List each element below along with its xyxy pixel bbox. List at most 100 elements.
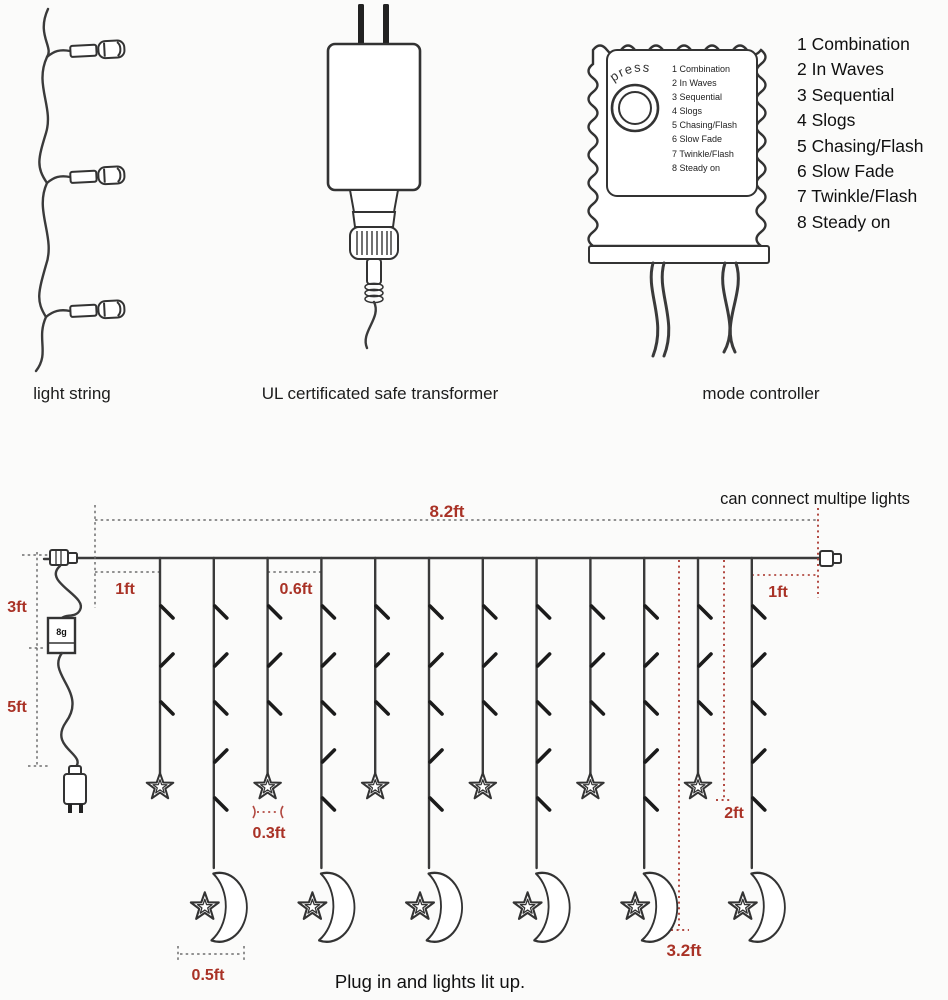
power-top-label: 3ft [7, 599, 27, 616]
led-icon [750, 796, 767, 812]
led-icon [213, 748, 229, 764]
moon-ornament-icon [729, 873, 785, 942]
controller-mode-item: 8 Steady on [672, 162, 721, 173]
led-icon [535, 652, 552, 668]
transformer-figure [326, 4, 422, 350]
star-ornament-icon [683, 771, 713, 800]
led-icon [374, 604, 391, 620]
power-cord [54, 564, 83, 620]
drop-gap-label: 0.6ft [280, 581, 314, 598]
led-icon [535, 604, 552, 620]
led-icon [159, 604, 175, 620]
led-icon [428, 796, 444, 812]
mode-list-item: 4 Slogs [797, 110, 856, 131]
controller-mode-item: 7 Twinkle/Flash [672, 148, 734, 159]
led-icon [320, 604, 337, 620]
led-icon [266, 604, 283, 620]
led-icon [428, 748, 444, 764]
light-drops [145, 556, 785, 942]
led-icon [320, 652, 337, 668]
mode-list: 1 Combination 2 In Waves 3 Sequential 4 … [797, 32, 923, 235]
moon-ornament-icon [298, 873, 354, 942]
moon-ornament-icon [621, 873, 677, 942]
power-bottom-label: 5ft [7, 699, 27, 716]
star-gap-dim [252, 805, 284, 819]
power-plug-icon [63, 765, 87, 813]
led-icon [750, 604, 767, 620]
led-icon [643, 748, 660, 764]
barrel-ribs [356, 231, 392, 255]
led-icon [374, 700, 391, 716]
cord-coil [364, 282, 384, 304]
led-icon [643, 652, 660, 668]
moon-ornament-icon [514, 873, 570, 942]
led-icon [750, 748, 767, 764]
diagram-caption: Plug in and lights lit up. [335, 971, 525, 992]
led-icon [320, 700, 337, 716]
light-string-figure [34, 7, 126, 373]
controller-mode-item: 5 Chasing/Flash [672, 120, 738, 131]
led-icon [643, 796, 660, 812]
controller-mode-item: 4 Slogs [672, 106, 703, 117]
power-cord [57, 651, 79, 770]
transformer-label: UL certificated safe transformer [261, 384, 499, 403]
mode-list-item: 8 Steady on [797, 211, 891, 232]
led-icon [481, 604, 498, 620]
led-icon [535, 748, 552, 764]
left-connector-icon [42, 549, 78, 566]
connect-note: can connect multipe lights [720, 490, 910, 508]
star-ornament-icon [253, 771, 283, 800]
moon-width-dim [177, 946, 245, 962]
bulb-icon [69, 299, 126, 320]
plug-prong-icon [358, 4, 364, 46]
mode-controller-figure: press [587, 44, 770, 358]
led-icon [266, 700, 283, 716]
led-icon [535, 796, 552, 812]
led-icon [320, 796, 337, 812]
bulb-icon [69, 165, 126, 186]
led-icon [697, 604, 713, 620]
controller-mode-item: 3 Sequential [672, 92, 723, 103]
mode-list-item: 5 Chasing/Flash [797, 135, 924, 156]
controller-mode-item: 1 Combination [672, 64, 731, 74]
led-icon [159, 700, 175, 716]
controller-mode-item: 6 Slow Fade [672, 134, 723, 145]
led-icon [266, 652, 283, 668]
star-ornament-icon [360, 771, 390, 800]
moon-ornament-icon [191, 873, 247, 942]
led-icon [643, 700, 660, 716]
led-icon [697, 652, 713, 668]
moon-width-label: 0.5ft [192, 967, 226, 984]
bulb-icon [69, 39, 126, 60]
led-icon [535, 700, 552, 716]
mode-list-item: 3 Sequential [797, 84, 895, 105]
mode-list-item: 6 Slow Fade [797, 161, 895, 182]
moon-ornament-icon [406, 873, 462, 942]
led-icon [589, 652, 606, 668]
mode-list-item: 2 In Waves [797, 59, 884, 80]
moon-drop-label: 3.2ft [667, 941, 702, 960]
led-icon [428, 604, 444, 620]
led-icon [374, 652, 391, 668]
star-ornament-icon [145, 771, 175, 800]
led-icon [589, 700, 606, 716]
led-icon [213, 652, 229, 668]
star-ornament-icon [575, 771, 605, 800]
inline-controller-text: 8g [56, 627, 67, 637]
led-icon [159, 652, 175, 668]
power-lead-dim-lines [22, 552, 50, 767]
led-icon [320, 748, 337, 764]
inline-controller-box: 8g [46, 616, 77, 655]
star-ornament-icon [468, 771, 498, 800]
controller-mode-item: 2 In Waves [672, 78, 717, 89]
led-icon [643, 604, 660, 620]
controller-wires [649, 261, 740, 358]
controller-label: mode controller [702, 384, 820, 403]
star-gap-label: 0.3ft [253, 825, 287, 842]
right-connector-icon [819, 550, 842, 567]
led-icon [481, 700, 498, 716]
mode-list-item: 1 Combination [797, 34, 910, 54]
led-icon [428, 652, 444, 668]
curtain-lights-diagram: 8g 8.2ft 1ft 0.6ft 1ft 3ft 5ft 0.3ft 2ft… [7, 490, 910, 992]
